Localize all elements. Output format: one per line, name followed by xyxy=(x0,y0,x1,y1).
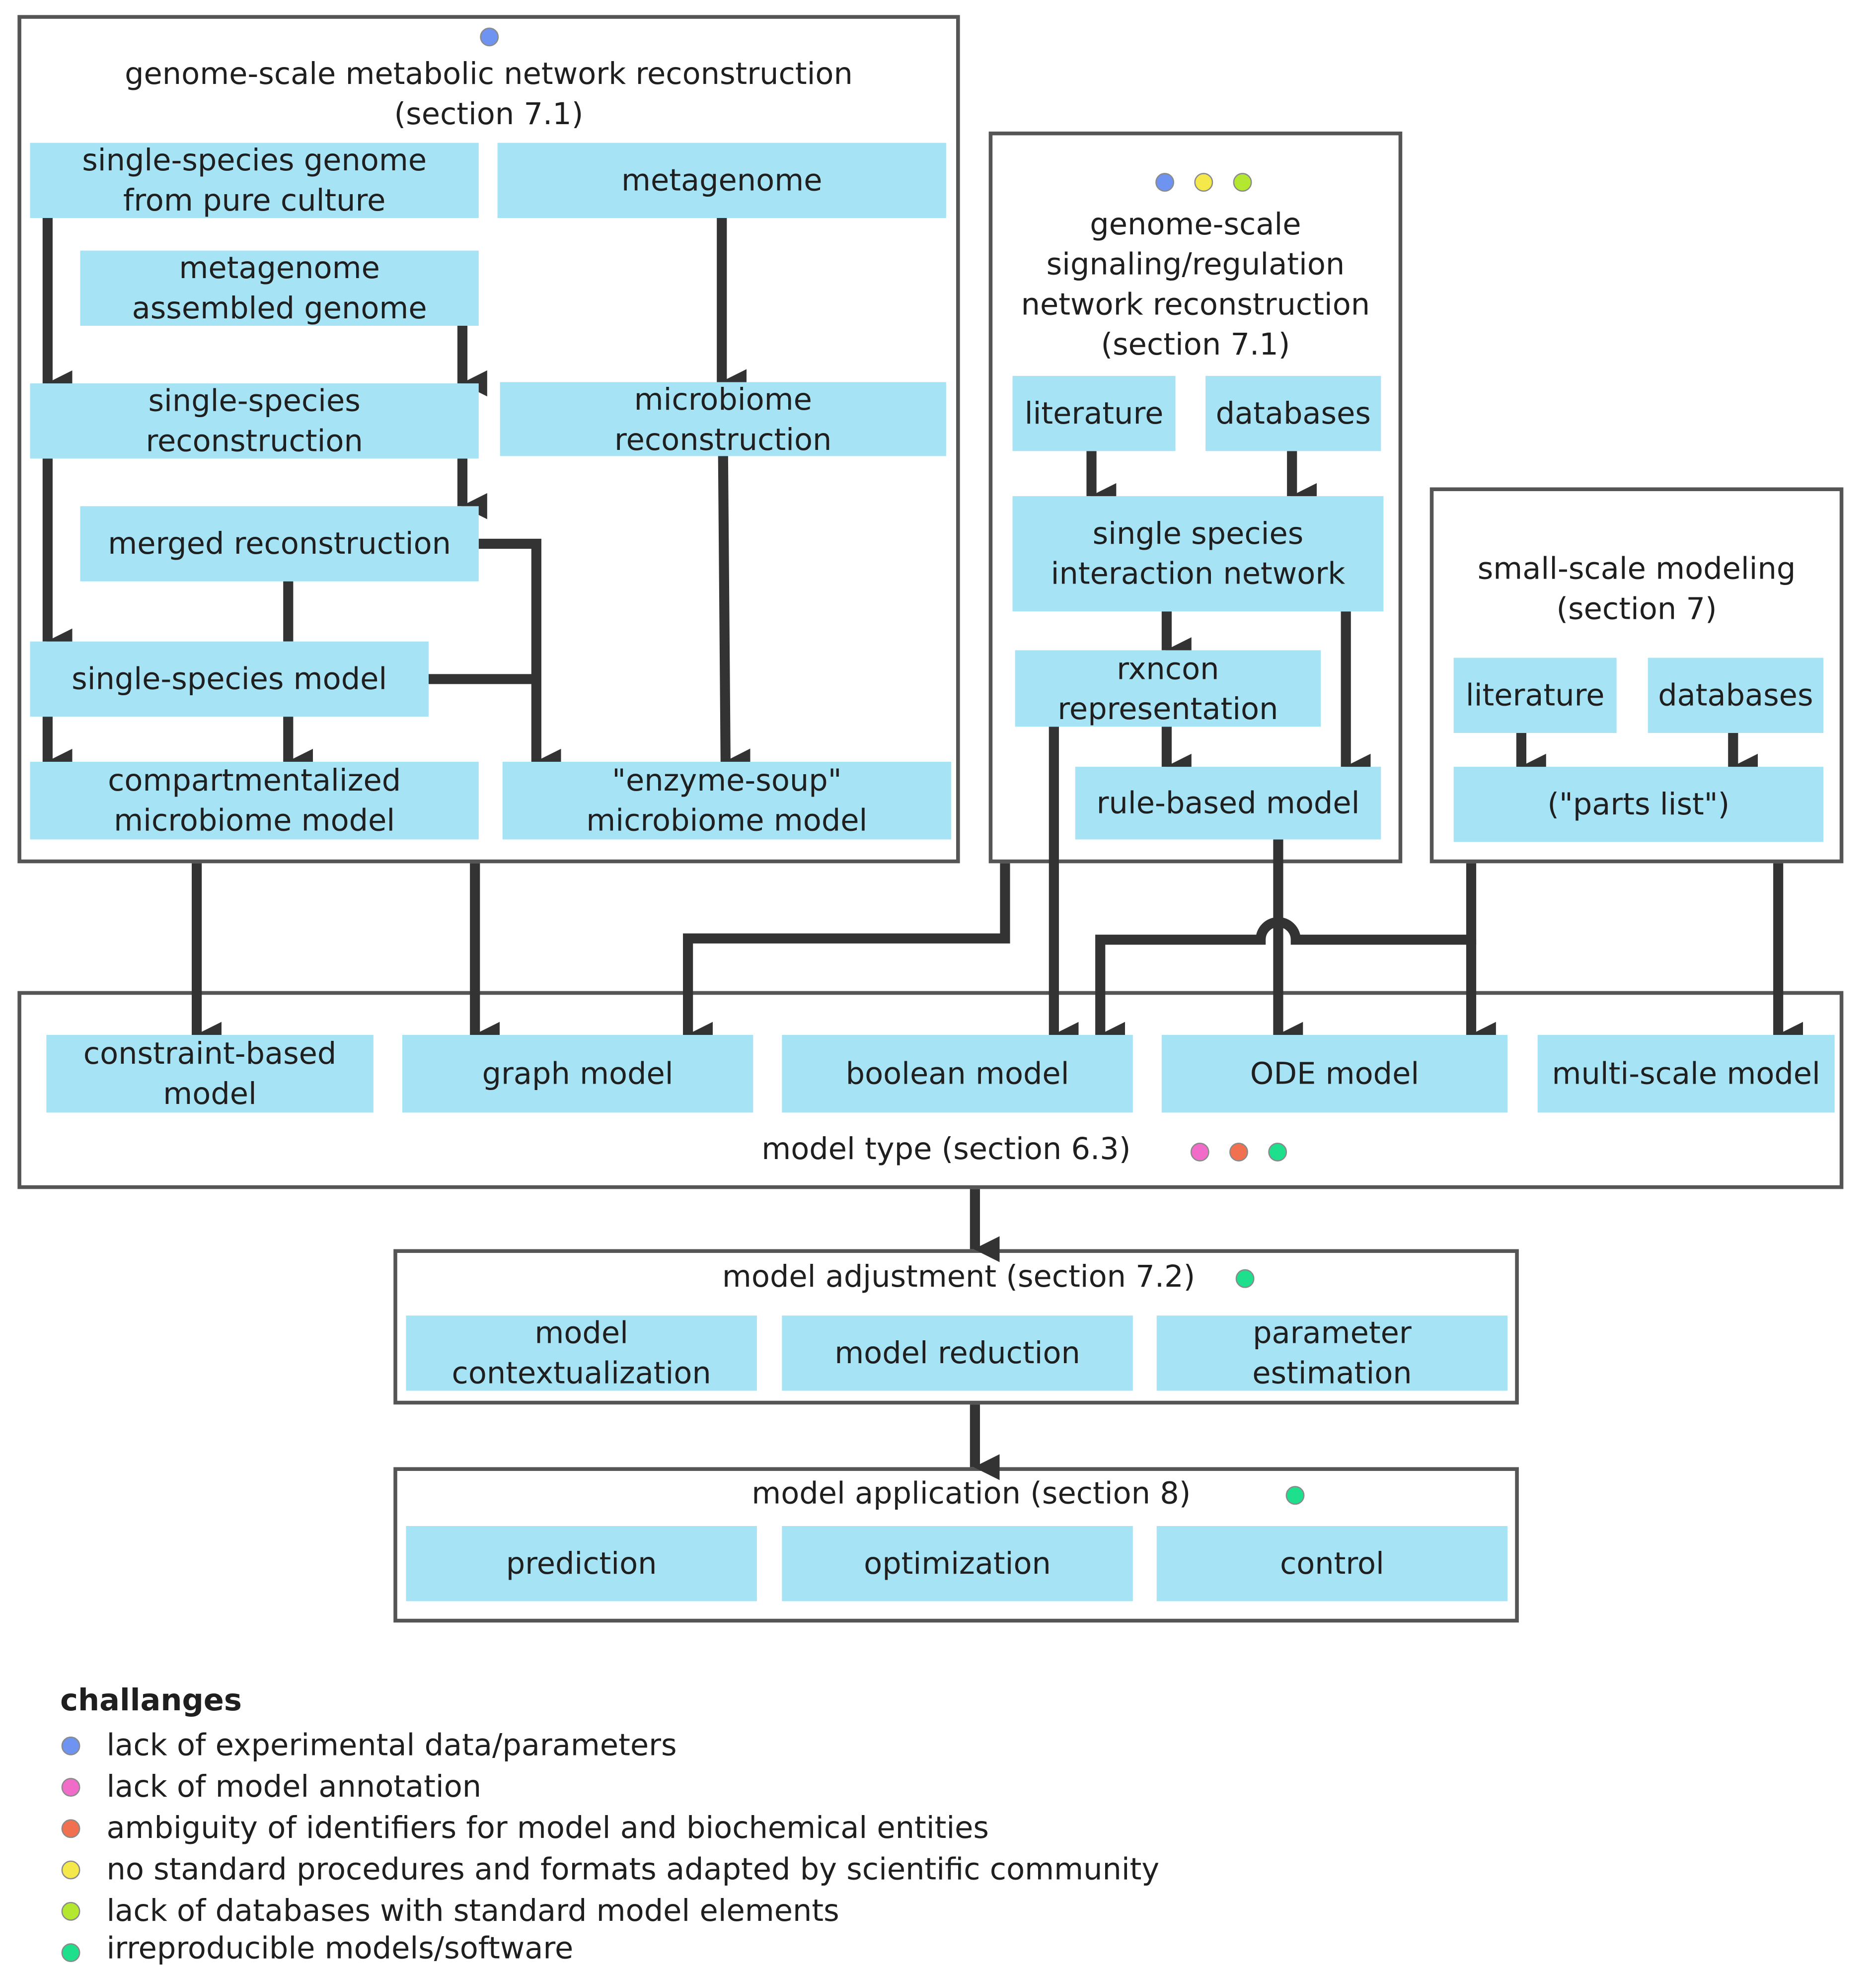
node-single-species-model: single-species model xyxy=(30,641,429,717)
challenge-dot-pink xyxy=(1190,1142,1209,1162)
legend-dot-lime xyxy=(61,1901,80,1921)
node-multi-scale-model: multi-scale model xyxy=(1537,1034,1835,1113)
challenge-dot-green xyxy=(1268,1142,1287,1162)
signaling-reconstruction-title: genome-scale signaling/regulation networ… xyxy=(1021,207,1370,363)
legend-item-label: lack of databases with standard model el… xyxy=(106,1893,839,1928)
node-rule-based-model: rule-based model xyxy=(1075,767,1381,840)
metabolic-reconstruction-group xyxy=(17,15,960,864)
node-single-species-reconstruction: single-species reconstruction xyxy=(30,383,479,459)
signaling-reconstruction-group xyxy=(988,131,1403,864)
node-metagenome-assembled-genome: metagenome assembled genome xyxy=(80,250,479,326)
legend-item-label: lack of experimental data/parameters xyxy=(106,1728,677,1763)
node-microbiome-reconstruction: microbiome reconstruction xyxy=(500,381,946,457)
model-type-group xyxy=(17,991,1844,1189)
challenge-dot-orange xyxy=(1229,1142,1248,1162)
node-model-reduction: model reduction xyxy=(782,1315,1133,1391)
legend-item-label: ambiguity of identifiers for model and b… xyxy=(106,1810,989,1846)
small-scale-modeling-group xyxy=(1429,487,1844,864)
challenge-dot-lime xyxy=(1233,173,1252,192)
node-sm-databases: databases xyxy=(1648,657,1823,733)
model-application-title: model application (section 8) xyxy=(751,1476,1191,1511)
challenge-dot-yellow xyxy=(1194,173,1213,192)
challenge-dot-blue xyxy=(480,27,499,47)
node-graph-model: graph model xyxy=(402,1034,753,1113)
legend-dot-green xyxy=(61,1943,80,1963)
node-optimization: optimization xyxy=(782,1526,1133,1602)
node-sm-literature: literature xyxy=(1453,657,1617,733)
node-enzyme-soup-microbiome-model: "enzyme-soup" microbiome model xyxy=(502,761,951,840)
node-model-contextualization: model contextualization xyxy=(406,1315,757,1391)
legend-item-label: no standard procedures and formats adapt… xyxy=(106,1851,1160,1887)
node-prediction: prediction xyxy=(406,1526,757,1602)
node-constraint-based-model: constraint-based model xyxy=(46,1034,374,1113)
node-rxncon-representation: rxncon representation xyxy=(1015,650,1321,727)
model-type-title: model type (section 6.3) xyxy=(761,1131,1131,1167)
node-parameter-estimation: parameter estimation xyxy=(1156,1315,1508,1391)
challenge-dot-green xyxy=(1285,1486,1305,1505)
node-control: control xyxy=(1156,1526,1508,1602)
node-sig-literature: literature xyxy=(1012,375,1176,451)
node-compartmentalized-microbiome-model: compartmentalized microbiome model xyxy=(30,761,479,840)
legend-item-label: lack of model annotation xyxy=(106,1769,482,1805)
node-boolean-model: boolean model xyxy=(782,1034,1133,1113)
arrow-merged-to-enzyme-soup xyxy=(478,538,561,775)
node-merged-reconstruction: merged reconstruction xyxy=(80,506,479,582)
arrow-small-scale-to-boolean-model xyxy=(1095,863,1477,1048)
node-single-species-genome: single-species genome from pure culture xyxy=(30,143,479,219)
node-sig-databases: databases xyxy=(1205,375,1381,451)
model-adjustment-title: model adjustment (section 7.2) xyxy=(722,1259,1196,1295)
legend-dot-orange xyxy=(61,1819,80,1838)
node-ode-model: ODE model xyxy=(1161,1034,1508,1113)
legend-dot-blue xyxy=(61,1736,80,1755)
arrow-signaling-to-graph-model xyxy=(683,863,1010,1048)
model-application-group xyxy=(393,1467,1519,1623)
node-parts-list: ("parts list") xyxy=(1453,767,1823,842)
legend-dot-yellow xyxy=(61,1860,80,1880)
small-scale-modeling-title: small-scale modeling (section 7) xyxy=(1477,551,1796,627)
arrow-microbiome-reconstruction-to-enzyme-soup xyxy=(718,456,750,775)
legend-title: challanges xyxy=(60,1682,242,1718)
legend-dot-pink xyxy=(61,1778,80,1797)
challenge-dot-green xyxy=(1235,1269,1255,1288)
node-single-species-interaction-network: single species interaction network xyxy=(1012,496,1384,612)
node-metagenome: metagenome xyxy=(497,143,946,219)
legend-item-label: irreproducible models/software xyxy=(106,1930,574,1966)
model-adjustment-group xyxy=(393,1249,1519,1405)
metabolic-reconstruction-title: genome-scale metabolic network reconstru… xyxy=(125,56,853,132)
challenge-dot-blue xyxy=(1155,173,1175,192)
